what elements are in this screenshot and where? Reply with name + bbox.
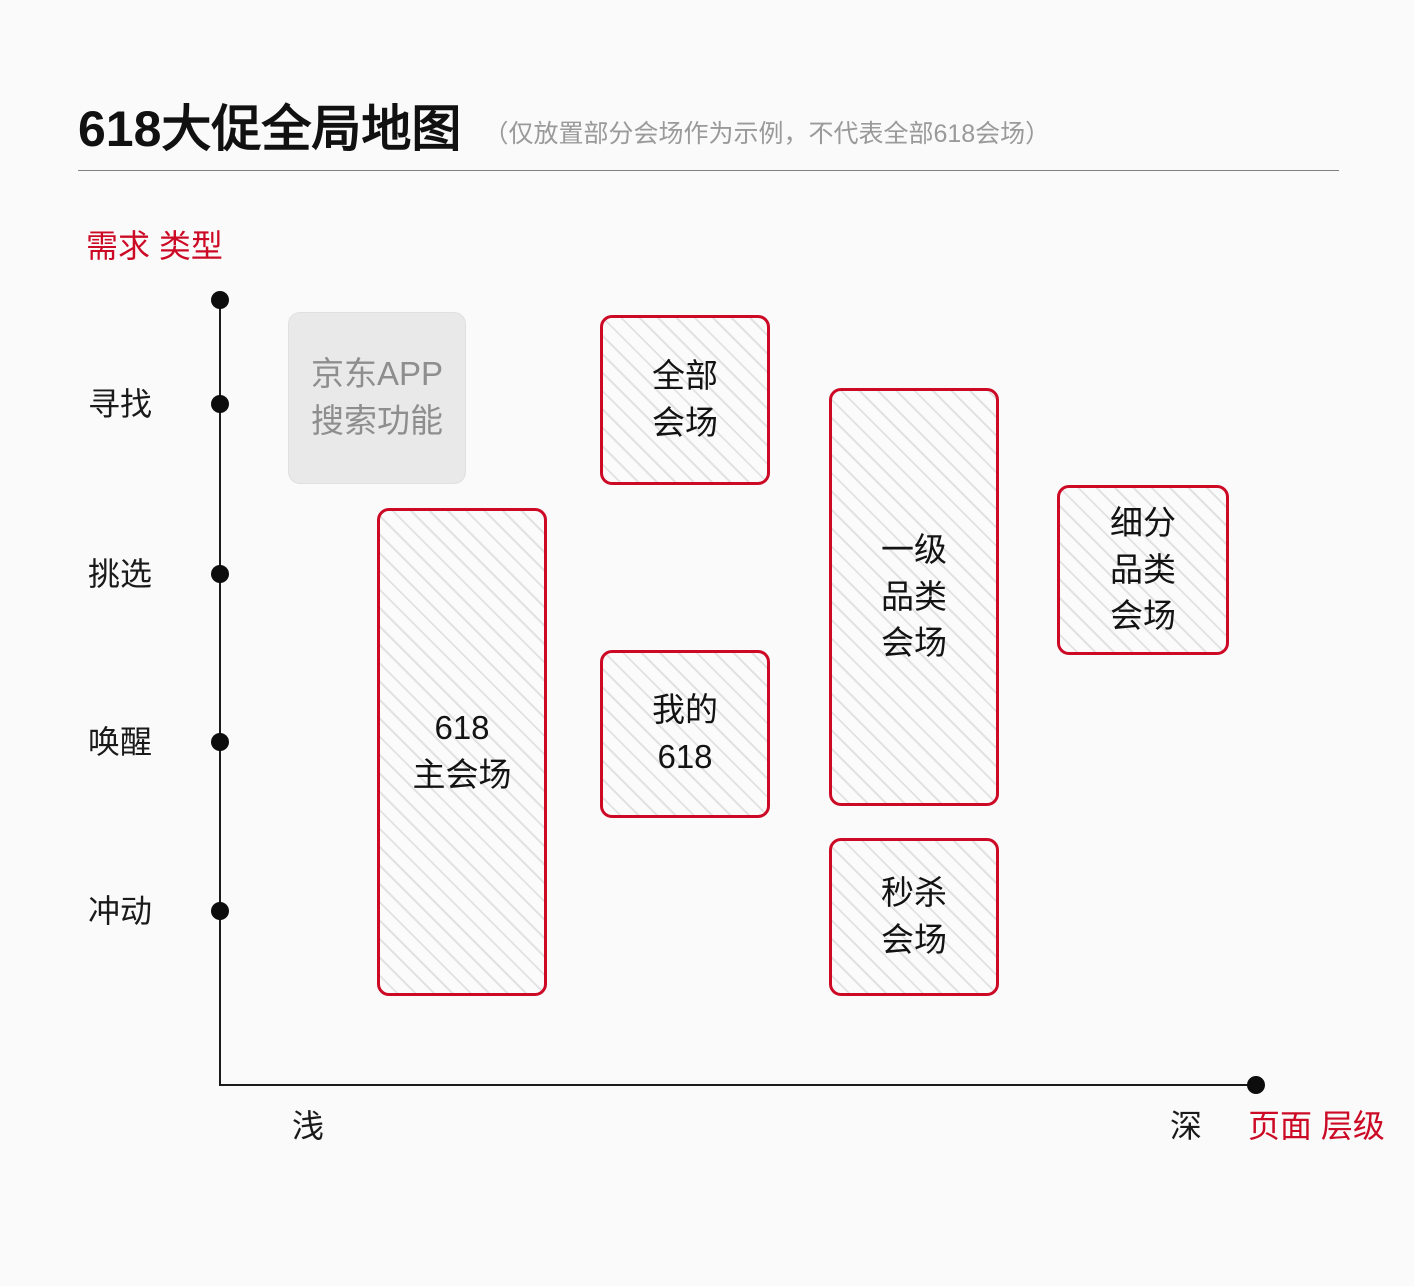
node-label: 细分 品类 会场 [1110,503,1176,635]
node-all-venues[interactable]: 全部 会场 [600,315,770,485]
y-axis-top-dot [211,291,229,309]
node-flash-sale-venue[interactable]: 秒杀 会场 [829,838,999,996]
y-axis-tick-dot-chongdong [211,902,229,920]
y-axis-tick-label-2: 唤醒 [88,724,153,760]
node-my-618[interactable]: 我的 618 [600,650,770,818]
node-main-venue-618[interactable]: 618 主会场 [377,508,547,996]
x-axis-low-label: 浅 [292,1108,325,1144]
y-axis-tick-dot-xunzhao [211,395,229,413]
x-axis-line [219,1084,1256,1086]
y-axis-line [219,300,221,1086]
header-divider [78,170,1339,171]
x-axis-end-dot [1247,1076,1265,1094]
y-axis-tick-label-3: 冲动 [88,893,153,929]
x-axis-name: 页面 层级 [1248,1108,1385,1144]
node-primary-category-venue[interactable]: 一级 品类 会场 [829,388,999,806]
node-sub-category-venue[interactable]: 细分 品类 会场 [1057,485,1229,655]
x-axis-high-label: 深 [1170,1108,1203,1144]
node-label: 一级 品类 会场 [881,530,947,662]
page-title: 618大促全局地图 [78,101,462,157]
y-axis-name: 需求 类型 [86,228,223,264]
node-label: 京东APP 搜索功能 [310,355,444,439]
y-axis-tick-dot-tiaoxuan [211,565,229,583]
node-jd-app-search[interactable]: 京东APP 搜索功能 [288,312,466,484]
page-subtitle: （仅放置部分会场作为示例，不代表全部618会场） [483,120,1051,148]
y-axis-tick-label-1: 挑选 [88,556,153,592]
node-label: 全部 会场 [652,357,718,441]
node-label: 618 主会场 [412,709,512,793]
node-label: 我的 618 [652,691,718,775]
y-axis-tick-label-0: 寻找 [88,386,153,422]
header: 618大促全局地图 （仅放置部分会场作为示例，不代表全部618会场） [78,74,1348,154]
node-label: 秒杀 会场 [881,874,947,958]
y-axis-tick-dot-huanxing [211,733,229,751]
